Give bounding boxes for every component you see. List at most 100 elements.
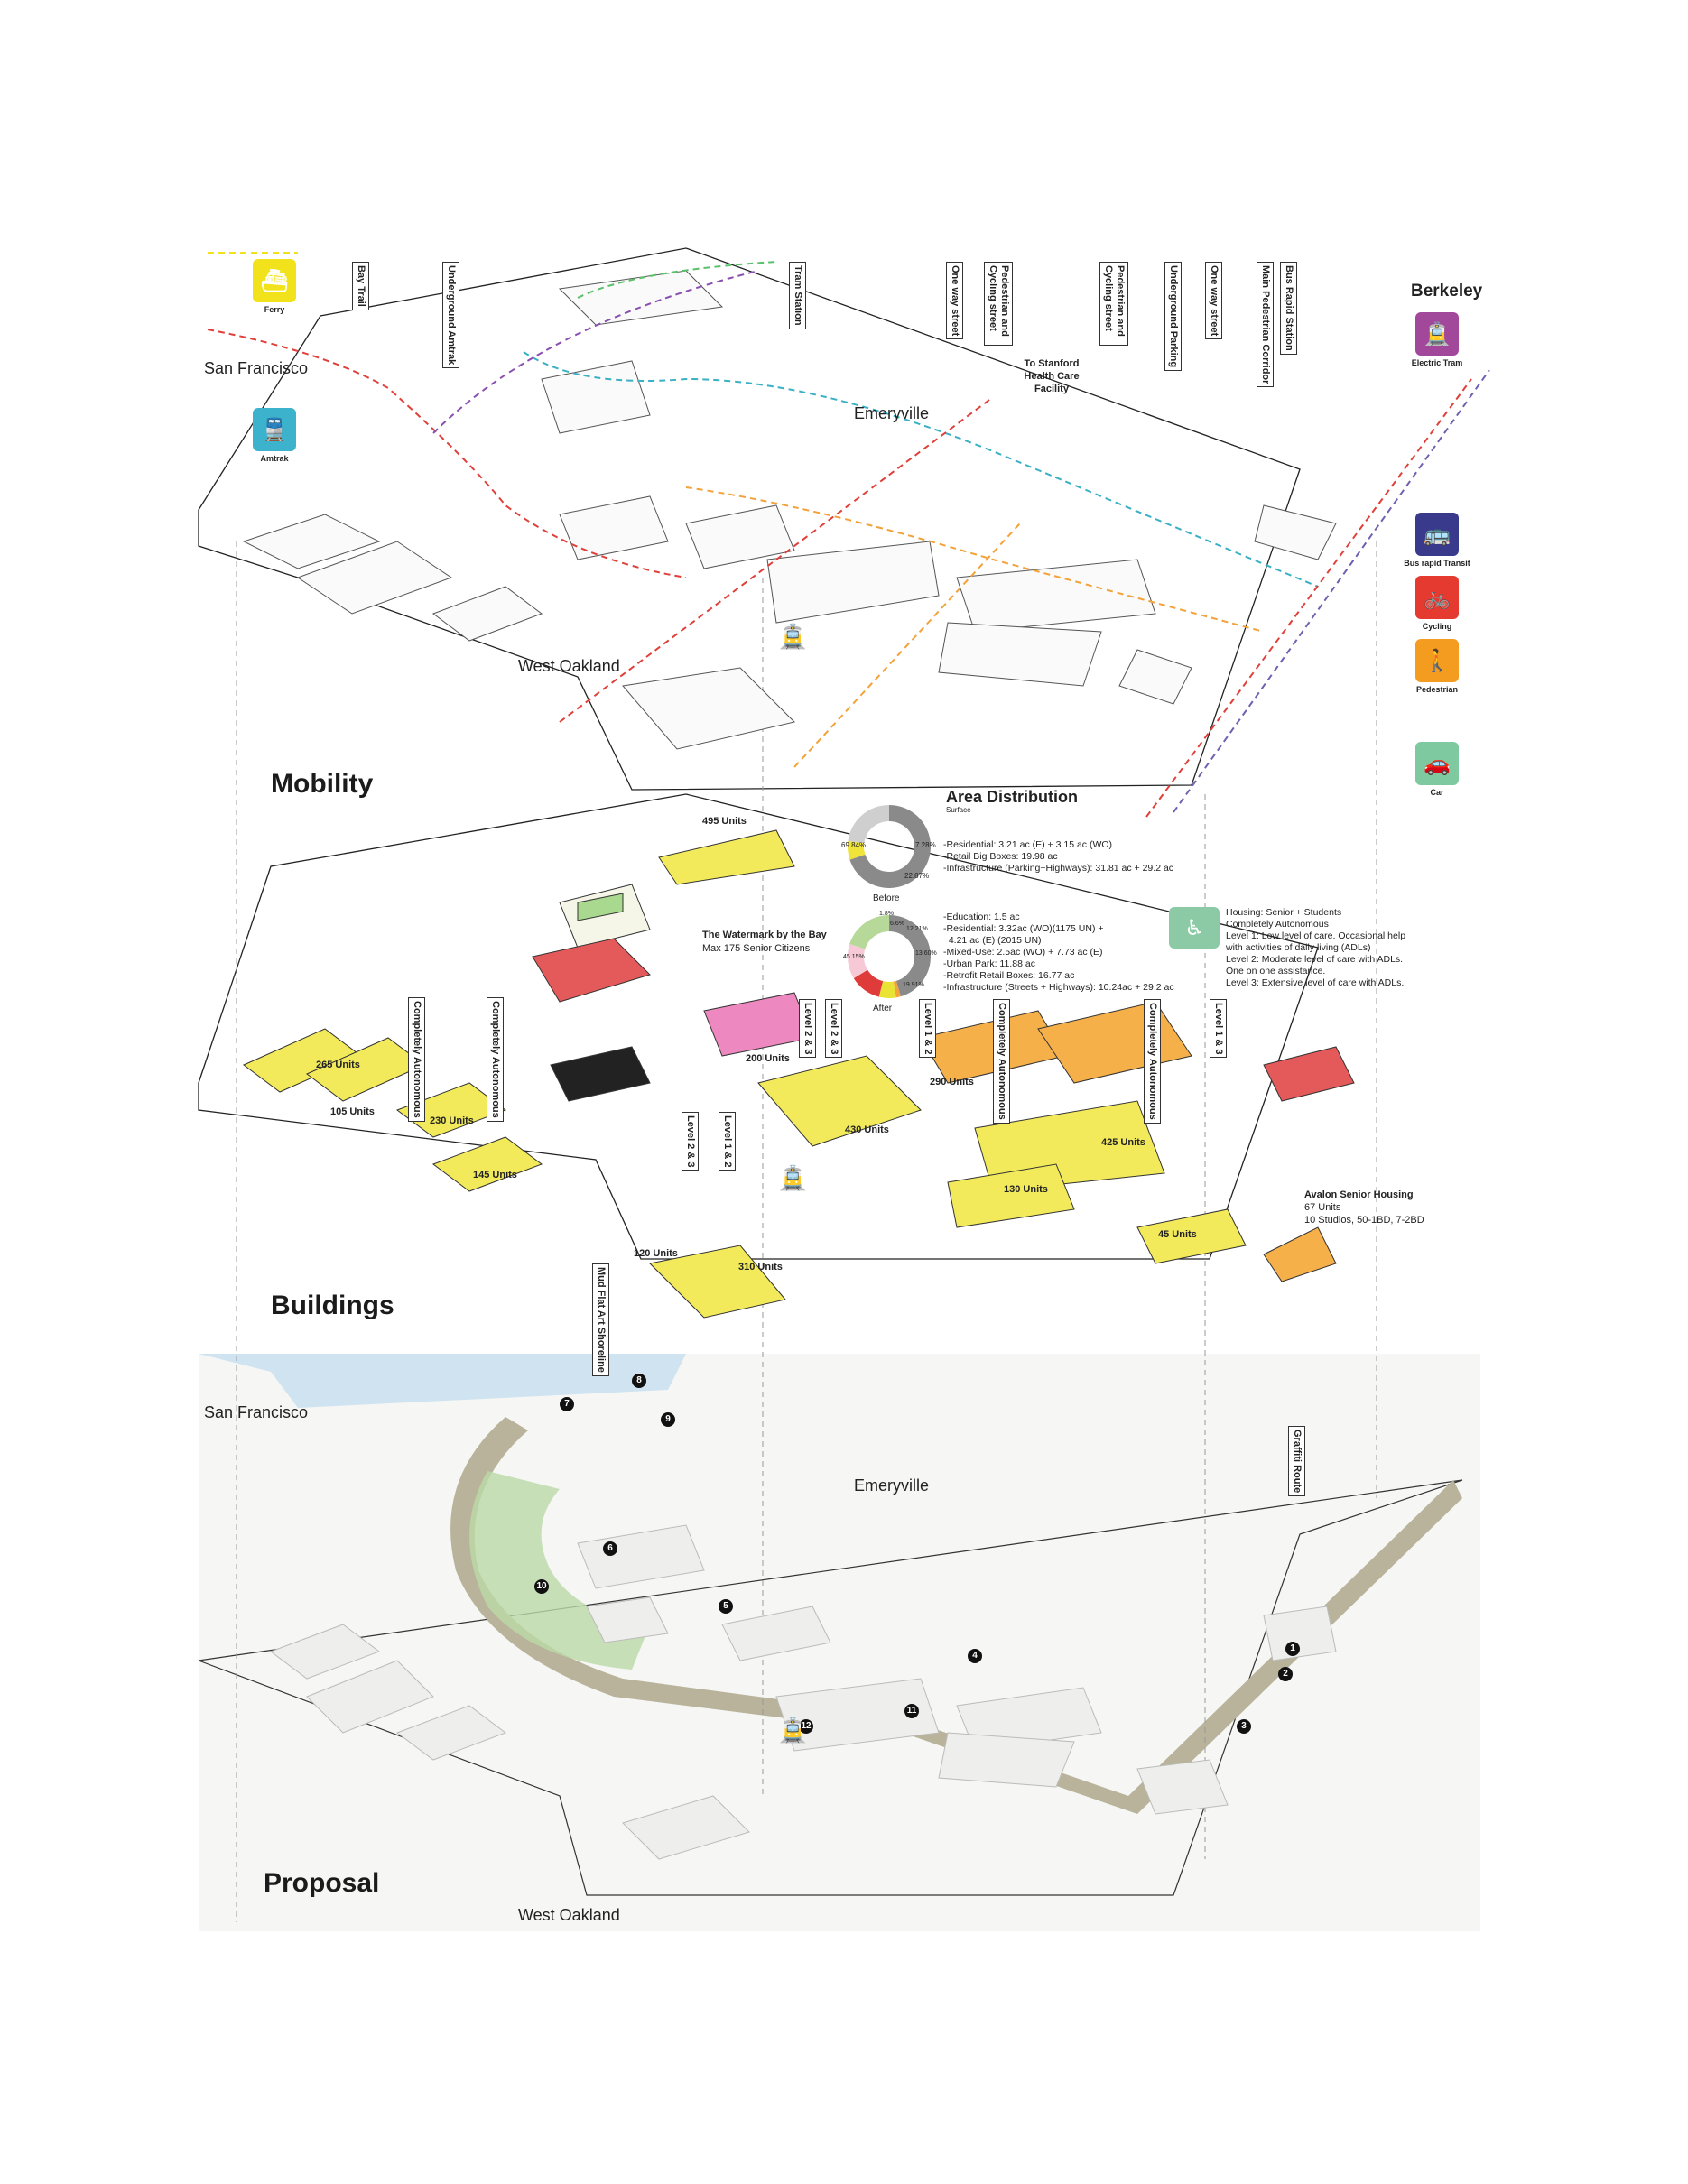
car-icon: 🚗 xyxy=(1415,742,1459,785)
housing-legend-line: One on one assistance. xyxy=(1226,966,1326,976)
donut-slice xyxy=(849,915,889,949)
section-title-proposal: Proposal xyxy=(264,1868,380,1898)
before-pct-a: 69.84% xyxy=(841,841,867,849)
units-label: 425 Units xyxy=(1101,1137,1145,1148)
label-ped-cycle-2: Pedestrian and Cycling street xyxy=(1099,262,1128,346)
after-item: -Residential: 3.32ac (WO)(1175 UN) + xyxy=(943,923,1104,934)
marker-7: 7 xyxy=(560,1397,574,1411)
before-pct-c: 22.87% xyxy=(904,872,930,880)
before-item: -Residential: 3.21 ac (E) + 3.15 ac (WO) xyxy=(943,839,1113,850)
section-title-buildings: Buildings xyxy=(271,1291,394,1320)
label-completely-autonomous-3: Completely Autonomous xyxy=(993,999,1010,1124)
ferry-icon: ⛴ xyxy=(253,259,296,302)
marker-6: 6 xyxy=(603,1541,617,1556)
marker-8: 8 xyxy=(632,1374,646,1388)
tram-station-icon: 🚊 xyxy=(778,1717,808,1744)
after-pct-a: 45.15% xyxy=(843,954,865,960)
donut-chart-before xyxy=(848,805,931,888)
amtrak-icon: 🚆 xyxy=(253,408,296,451)
units-label: 230 Units xyxy=(430,1115,474,1126)
cycling-icon: 🚲 xyxy=(1415,576,1459,619)
place-west-oakland-2: West Oakland xyxy=(518,1906,620,1924)
after-item: -Infrastructure (Streets + Highways): 10… xyxy=(943,982,1174,993)
label-level-2-3-a: Level 2 & 3 xyxy=(799,999,816,1059)
label-level-1-3: Level 1 & 3 xyxy=(1210,999,1227,1059)
marker-5: 5 xyxy=(719,1599,733,1614)
label-completely-autonomous-4: Completely Autonomous xyxy=(1144,999,1161,1124)
marker-12: 12 xyxy=(799,1719,813,1734)
housing-legend-line: Completely Autonomous xyxy=(1226,919,1329,930)
after-pct-b: 1.8% xyxy=(879,911,894,917)
label-completely-autonomous-2: Completely Autonomous xyxy=(487,997,504,1122)
watermark-subtitle: Max 175 Senior Citizens xyxy=(702,943,811,954)
section-title-mobility: Mobility xyxy=(271,769,374,799)
proposal-plane xyxy=(198,1479,1463,1896)
label-level-2-3-b: Level 2 & 3 xyxy=(825,999,842,1059)
after-pct-e: 13.60% xyxy=(915,950,937,957)
after-item: -Education: 1.5 ac xyxy=(943,912,1020,922)
units-label: 120 Units xyxy=(634,1248,678,1259)
proposal-basemap xyxy=(199,1354,1480,1931)
senior-housing-icon: ♿ xyxy=(1169,907,1220,949)
place-san-francisco-1: San Francisco xyxy=(204,359,309,377)
donut-slice xyxy=(853,969,884,997)
after-pct-c: 6.6% xyxy=(890,921,904,927)
watermark-title: The Watermark by the Bay xyxy=(702,930,827,940)
after-caption: After xyxy=(873,1004,893,1013)
place-berkeley: Berkeley xyxy=(1411,282,1483,301)
label-ped-cycle-1: Pedestrian and Cycling street xyxy=(984,262,1013,346)
cycling-caption: Cycling xyxy=(1422,622,1452,631)
marker-9: 9 xyxy=(661,1412,675,1427)
label-level-1-2-b: Level 1 & 2 xyxy=(719,1112,736,1171)
units-label: 145 Units xyxy=(473,1170,517,1180)
label-tram-station: Tram Station xyxy=(789,262,806,329)
amtrak-caption: Amtrak xyxy=(260,454,289,463)
donut-slice xyxy=(848,805,889,844)
marker-3: 3 xyxy=(1237,1719,1251,1734)
housing-legend-line: with activities of daily living (ADLs) xyxy=(1226,942,1371,953)
label-to-stanford: To Stanford Health Care Facility xyxy=(1024,358,1080,394)
housing-legend-line: Level 1: Low level of care. Occasional h… xyxy=(1226,930,1406,941)
label-level-2-3-c: Level 2 & 3 xyxy=(682,1112,699,1171)
label-one-way-street-2: One way street xyxy=(1205,262,1222,340)
donut-slice xyxy=(889,915,931,997)
after-legend: -Education: 1.5 ac -Residential: 3.32ac … xyxy=(943,912,1174,994)
units-label: 495 Units xyxy=(702,816,747,827)
before-legend: -Residential: 3.21 ac (E) + 3.15 ac (WO)… xyxy=(943,839,1173,875)
housing-legend-line: Housing: Senior + Students xyxy=(1226,907,1342,918)
avalon-title: Avalon Senior Housing xyxy=(1304,1189,1414,1200)
marker-4: 4 xyxy=(968,1649,982,1663)
label-one-way-street-1: One way street xyxy=(946,262,963,340)
area-distribution-subtitle: Surface xyxy=(946,806,971,814)
units-label: 265 Units xyxy=(316,1060,360,1070)
before-item: -Retail Big Boxes: 19.98 ac xyxy=(943,851,1058,862)
label-mud-flat: Mud Flat Art Shoreline xyxy=(592,1263,609,1376)
car-caption: Car xyxy=(1430,788,1444,797)
before-pct-b: 7.28% xyxy=(915,841,936,849)
electric-tram-icon: 🚊 xyxy=(1415,312,1459,356)
units-label: 290 Units xyxy=(930,1077,974,1087)
donut-chart-after xyxy=(848,915,931,998)
units-label: 130 Units xyxy=(1004,1184,1048,1195)
pedestrian-caption: Pedestrian xyxy=(1415,685,1459,694)
after-item: -Mixed-Use: 2.5ac (WO) + 7.73 ac (E) xyxy=(943,947,1103,958)
bay-water xyxy=(199,1354,686,1408)
bus-icon: 🚌 xyxy=(1415,513,1459,556)
tram-station-icon: 🚊 xyxy=(778,623,808,650)
label-bus-rapid-station: Bus Rapid Station xyxy=(1280,262,1297,355)
label-level-1-2-a: Level 1 & 2 xyxy=(919,999,936,1059)
place-emeryville-1: Emeryville xyxy=(854,404,930,422)
label-main-pedestrian-corridor: Main Pedestrian Corridor xyxy=(1257,262,1274,388)
ferry-caption: Ferry xyxy=(264,305,285,314)
area-distribution-title: Area Distribution xyxy=(946,788,1079,806)
after-pct-f: 19.91% xyxy=(903,982,924,988)
housing-legend-line: Level 3: Extensive level of care with AD… xyxy=(1226,977,1405,988)
before-item: -Infrastructure (Parking+Highways): 31.8… xyxy=(943,863,1174,874)
units-label: 310 Units xyxy=(738,1262,783,1272)
pedestrian-icon: 🚶 xyxy=(1415,639,1459,682)
donut-slice xyxy=(848,943,868,979)
donut-slice xyxy=(849,805,931,888)
before-caption: Before xyxy=(873,893,900,903)
donut-slice xyxy=(878,981,896,998)
marker-10: 10 xyxy=(534,1579,549,1594)
